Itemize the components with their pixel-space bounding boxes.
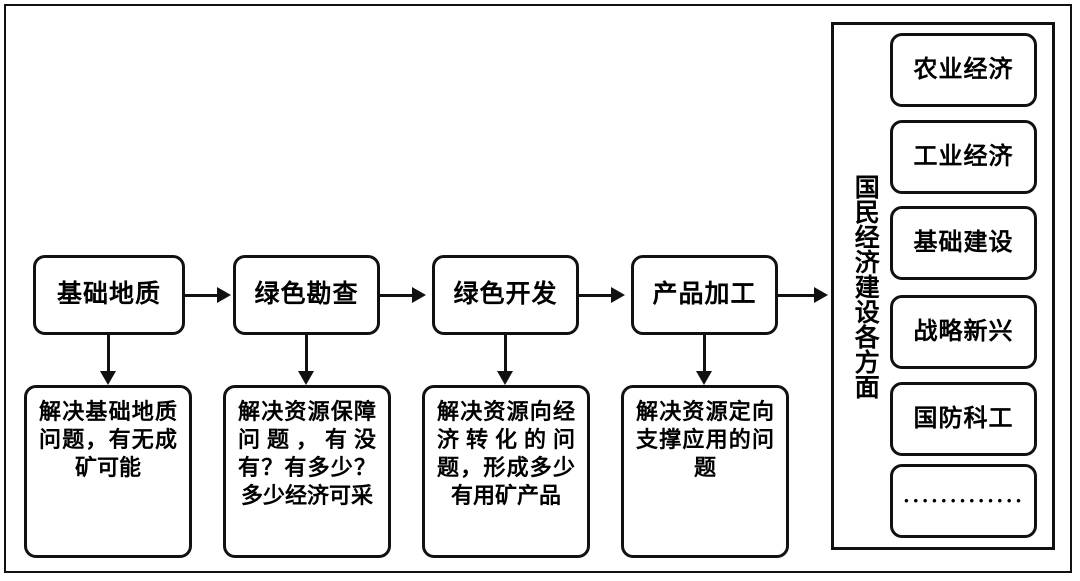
stage-node-4-label: 产品加工 <box>652 281 757 309</box>
sector-item-strategic-emerging-label: 战略新兴 <box>913 319 1014 345</box>
connector-line-4-panel <box>778 294 816 297</box>
sector-item-infrastructure[interactable]: 基础建设 <box>890 206 1037 280</box>
description-box-2-label: 解决资源保障问题，有没有？有多少？多少经济可采 <box>238 399 376 509</box>
sector-item-defense-technology[interactable]: 国防科工 <box>890 382 1037 456</box>
stage-node-1[interactable]: 基础地质 <box>33 255 185 335</box>
outer-border <box>4 4 1072 573</box>
sector-item-ellipsis[interactable]: ············· <box>890 464 1037 538</box>
description-box-3-label: 解决资源向经济转化的问题，形成多少有用矿产品 <box>437 399 575 509</box>
sector-item-infrastructure-label: 基础建设 <box>913 230 1014 256</box>
sector-item-industry-label: 工业经济 <box>913 144 1014 170</box>
stage-node-2[interactable]: 绿色勘查 <box>233 255 380 335</box>
arrow-head-stage2-desc2-icon <box>298 371 314 385</box>
stage-node-3-label: 绿色开发 <box>453 281 558 309</box>
arrow-head-1-2-icon <box>217 287 231 303</box>
sector-panel-vertical-title: 国民经济建设各方面 <box>842 24 886 548</box>
stage-node-4[interactable]: 产品加工 <box>631 255 778 335</box>
sector-item-agriculture-label: 农业经济 <box>913 57 1014 83</box>
arrow-head-3-4-icon <box>611 287 625 303</box>
description-box-2[interactable]: 解决资源保障问题，有没有？有多少？多少经济可采 <box>223 385 391 558</box>
connector-line-stage3-desc3 <box>504 335 507 373</box>
description-box-1-label: 解决基础地质问题，有无成矿可能 <box>39 399 177 481</box>
sector-item-ellipsis-label: ············· <box>902 488 1025 513</box>
connector-line-stage4-desc4 <box>703 335 706 373</box>
stage-node-3[interactable]: 绿色开发 <box>432 255 579 335</box>
description-box-4[interactable]: 解决资源定向支撑应用的问题 <box>621 385 789 558</box>
arrow-head-stage4-desc4-icon <box>696 371 712 385</box>
arrow-head-2-3-icon <box>412 287 426 303</box>
arrow-head-stage1-desc1-icon <box>100 371 116 385</box>
connector-line-1-2 <box>185 294 219 297</box>
connector-line-stage2-desc2 <box>305 335 308 373</box>
sector-panel-vertical-title-label: 国民经济建设各方面 <box>851 173 879 399</box>
sector-item-defense-technology-label: 国防科工 <box>913 406 1014 432</box>
sector-item-strategic-emerging[interactable]: 战略新兴 <box>890 295 1037 369</box>
connector-line-3-4 <box>579 294 613 297</box>
stage-node-1-label: 基础地质 <box>56 281 161 309</box>
sector-item-agriculture[interactable]: 农业经济 <box>890 33 1037 107</box>
sector-item-industry[interactable]: 工业经济 <box>890 120 1037 194</box>
stage-node-2-label: 绿色勘查 <box>254 281 359 309</box>
sector-panel-frame <box>831 22 1055 550</box>
description-box-4-label: 解决资源定向支撑应用的问题 <box>636 399 774 481</box>
arrow-head-4-panel-icon <box>814 287 828 303</box>
connector-line-stage1-desc1 <box>107 335 110 373</box>
description-box-1[interactable]: 解决基础地质问题，有无成矿可能 <box>24 385 192 558</box>
arrow-head-stage3-desc3-icon <box>497 371 513 385</box>
description-box-3[interactable]: 解决资源向经济转化的问题，形成多少有用矿产品 <box>422 385 590 558</box>
connector-line-2-3 <box>380 294 414 297</box>
